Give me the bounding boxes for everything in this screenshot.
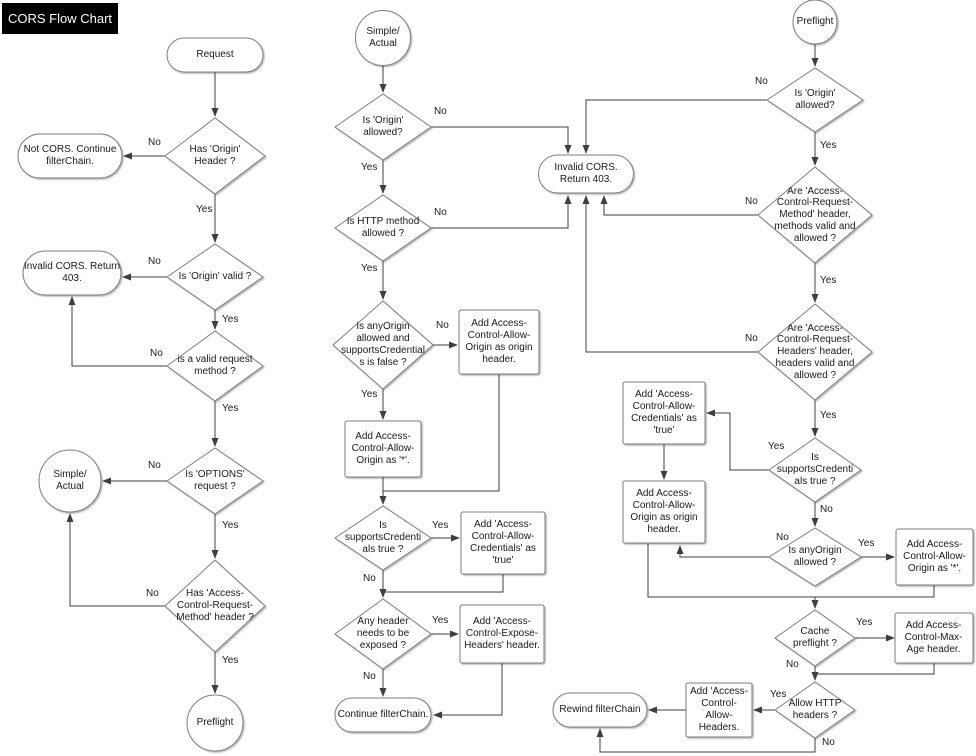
connector-preflight-right (792, 0, 838, 45)
decision-options-request (166, 447, 264, 515)
decision-origin-allowed-mid (334, 93, 432, 161)
edge-originheader-merge (383, 374, 500, 492)
decision-has-origin-header (164, 117, 266, 195)
process-add-origin-header-mid (458, 309, 540, 375)
decision-any-header-exposed (334, 598, 432, 670)
connectors (66, 44, 935, 753)
edge-rightorigin-no (582, 99, 767, 154)
terminator-rewind-filterchain (552, 692, 648, 728)
process-add-allow-headers (685, 682, 753, 738)
edge-acrhvalid-no (582, 195, 758, 353)
shapes (17, 0, 974, 752)
edge-validmethod-no (68, 296, 167, 367)
edge-expose-to-continue (433, 663, 503, 719)
edge-method-no (431, 195, 572, 229)
edge-originheader-to-cache (647, 543, 819, 609)
terminator-not-cors (17, 133, 123, 179)
decision-supports-credentials-right (768, 437, 862, 503)
decision-has-acrm-header (164, 559, 266, 653)
decision-acrm-valid (757, 166, 873, 264)
connector-simple-actual-left (38, 449, 102, 513)
decision-acrh-valid (757, 303, 873, 401)
process-add-expose-headers (459, 604, 545, 664)
decision-supports-credentials-mid (334, 505, 432, 571)
process-add-max-age (894, 612, 974, 664)
edge-star-merge (815, 585, 935, 598)
edge-rsupports-yes (706, 409, 769, 471)
decision-origin-allowed-right (766, 67, 864, 133)
process-add-origin-header-right (622, 480, 706, 544)
process-add-credentials-right (622, 381, 706, 445)
decision-valid-request-method (166, 330, 264, 402)
edge-ranyorigin-no (676, 545, 769, 558)
process-add-credentials-mid (460, 511, 546, 575)
terminator-continue-filterchain (334, 697, 432, 733)
edge-allowhttp-no (596, 728, 816, 753)
decision-cache-preflight (774, 609, 856, 667)
decision-anyorigin-allowed-right (768, 527, 862, 587)
process-add-origin-star-right (895, 528, 974, 586)
decision-http-method-allowed (334, 194, 432, 262)
connector-simple-actual-mid (355, 10, 411, 66)
terminator-request (166, 37, 264, 73)
decision-allow-http-headers (774, 681, 856, 739)
process-add-origin-star-mid (344, 420, 422, 478)
terminator-invalid-cors-left (22, 250, 122, 296)
edge-midorigin-no (431, 126, 572, 154)
chart-title: CORS Flow Chart (2, 3, 118, 34)
edge-maxage-merge (815, 663, 935, 675)
decision-anyorigin-credentials (332, 300, 434, 390)
edge-acrm-no (66, 513, 165, 607)
decision-origin-valid (166, 243, 264, 311)
terminator-invalid-cors-mid (538, 154, 634, 194)
edge-acrmvalid-no (600, 195, 758, 216)
edge-credentials-merge (383, 574, 504, 593)
connector-preflight-left (186, 694, 244, 752)
